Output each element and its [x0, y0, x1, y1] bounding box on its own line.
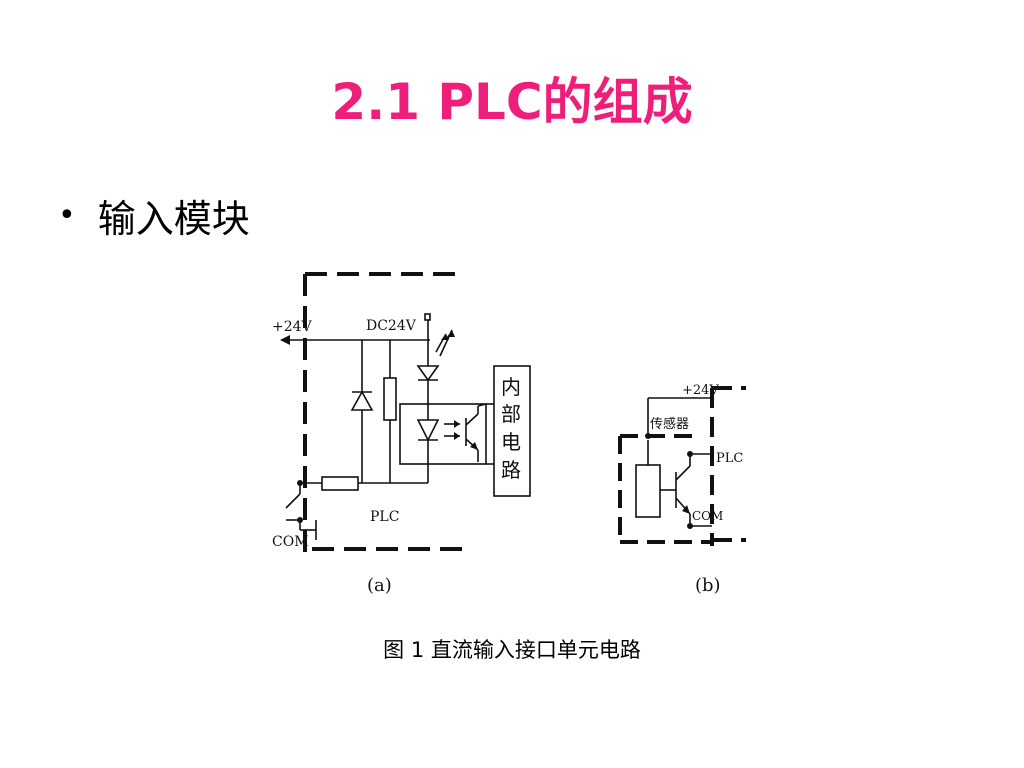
led-indicator-a — [416, 365, 440, 382]
label-plc-a: PLC — [370, 509, 399, 525]
plc-boundary-b — [710, 386, 746, 546]
figure-caption: 图 1 直流输入接口单元电路 — [383, 638, 641, 662]
internal-char-3: 电 — [501, 430, 521, 454]
bullet-dot: • — [58, 197, 76, 233]
bullet-text: 输入模块 — [97, 197, 250, 241]
arrow-24v-a — [280, 335, 290, 345]
sensor-boundary-b — [618, 434, 712, 544]
sub-label-b: (b) — [695, 575, 721, 596]
input-resistor-a — [321, 476, 359, 491]
label-plc-b: PLC — [716, 451, 743, 466]
opto-led-a — [416, 419, 440, 442]
internal-char-1: 内 — [501, 375, 521, 399]
label-sensor-b: 传感器 — [650, 416, 689, 432]
diagram-b — [618, 386, 746, 546]
plc-boundary-a — [303, 272, 470, 560]
resistor-a — [383, 377, 397, 421]
slide-title: 2.1 PLC的组成 — [331, 73, 693, 131]
internal-char-2: 部 — [501, 402, 521, 426]
diode-a — [350, 390, 374, 411]
sub-label-a: (a) — [367, 575, 392, 596]
sensor-circuit-b — [635, 464, 661, 518]
label-dc24v: DC24V — [366, 318, 417, 334]
optocoupler-a — [399, 403, 487, 465]
diagram-a — [280, 272, 531, 560]
label-24v-b: +24V — [682, 383, 719, 398]
label-com-a: COM — [272, 534, 309, 550]
label-com-b: COM — [692, 509, 723, 523]
label-24v-a: +24V — [272, 319, 313, 335]
internal-char-4: 路 — [501, 458, 521, 482]
bullet-item: • 输入模块 — [58, 188, 250, 243]
internal-circuit-box — [493, 365, 531, 497]
